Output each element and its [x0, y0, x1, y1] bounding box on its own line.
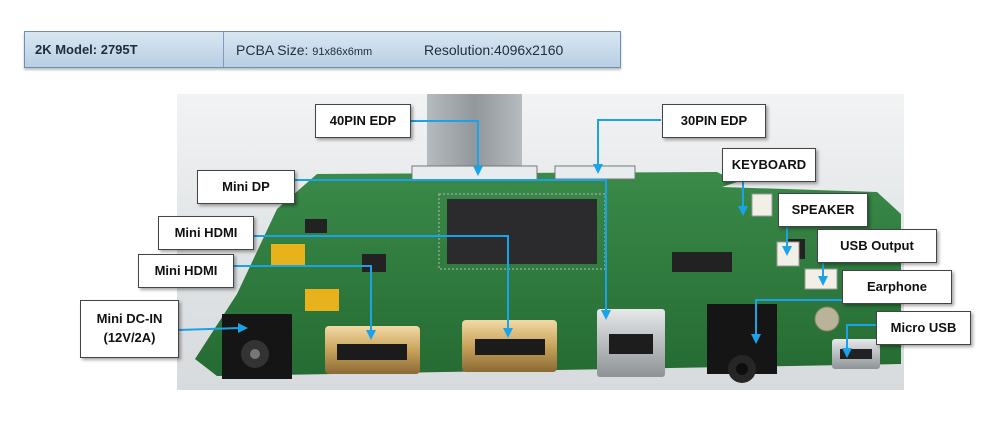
model-label: 2K Model: 2795T: [25, 32, 224, 67]
callout-earphone: Earphone: [842, 270, 952, 304]
leader-line-earphone: [755, 299, 843, 336]
callout-micro-usb: Micro USB: [876, 311, 971, 345]
callout-mini-dc-in: Mini DC-IN (12V/2A): [80, 300, 179, 358]
leader-line-30pin-edp: [597, 119, 661, 166]
callout-30pin-edp: 30PIN EDP: [662, 104, 766, 138]
callout-mini-dc-in-spec: (12V/2A): [103, 330, 156, 345]
callout-mini-hdmi-1: Mini HDMI: [158, 216, 254, 250]
leader-line-mini-hdmi-2: [233, 265, 372, 332]
callout-mini-dc-in-title: Mini DC-IN: [96, 311, 163, 327]
resolution-label: Resolution:4096x2160: [424, 41, 564, 58]
pcba-size-value: 91x86x6mm: [312, 45, 373, 58]
pcba-size-label: PCBA Size:: [236, 41, 309, 58]
leader-line-micro-usb: [846, 324, 876, 350]
callout-usb-output: USB Output: [817, 229, 937, 263]
callout-speaker: SPEAKER: [778, 193, 868, 227]
leader-line-40pin-edp: [410, 120, 479, 168]
leader-line-mini-hdmi-1: [253, 235, 509, 330]
callout-mini-hdmi-2: Mini HDMI: [138, 254, 234, 288]
leader-line-dc-in: [177, 327, 241, 331]
spec-header-bar: 2K Model: 2795T PCBA Size: 91x86x6mm Res…: [24, 31, 621, 68]
callout-keyboard: KEYBOARD: [722, 148, 816, 182]
callout-40pin-edp: 40PIN EDP: [315, 104, 411, 138]
pcba-size: PCBA Size: 91x86x6mm: [224, 42, 424, 58]
callout-mini-dp: Mini DP: [197, 170, 295, 204]
leader-line-mini-dp: [294, 179, 607, 312]
